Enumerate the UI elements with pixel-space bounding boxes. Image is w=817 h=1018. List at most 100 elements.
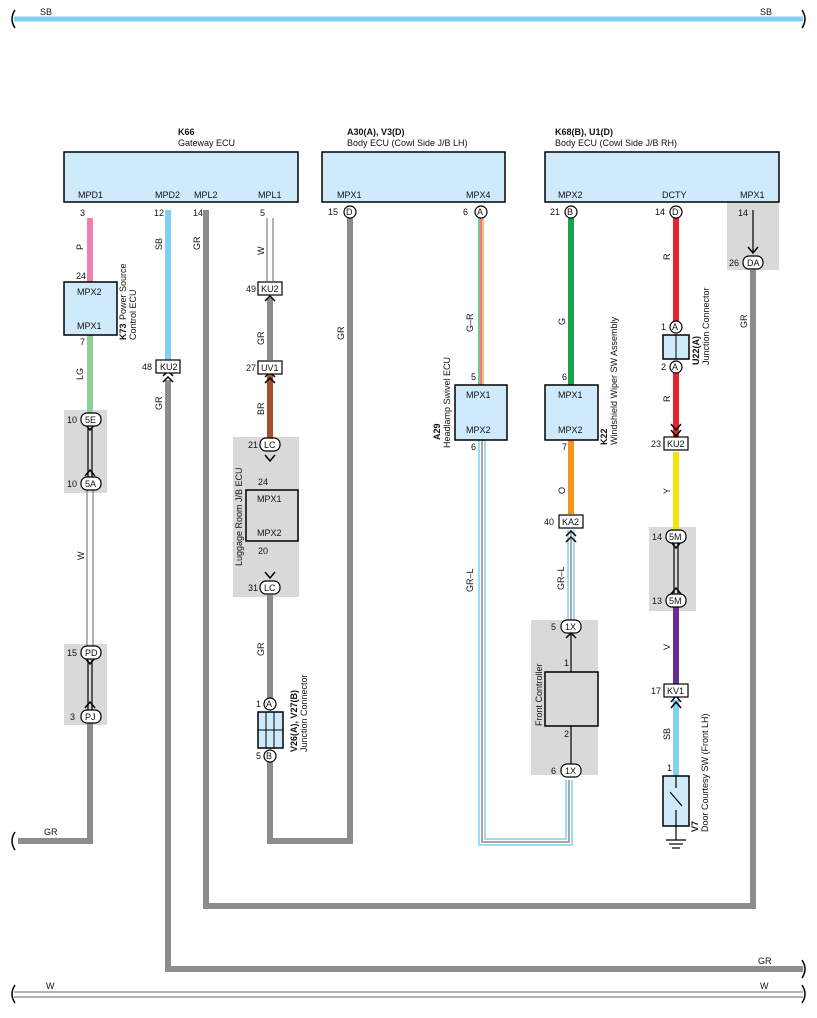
conn-ku2-49-pin: 49	[246, 284, 256, 294]
wire-label-lg: LG	[75, 368, 85, 380]
wire-label-gr-l2: GR–L	[556, 566, 566, 590]
wire-label-gr3: GR	[256, 642, 266, 656]
wire-label-w-mpl1: W	[256, 246, 266, 255]
a29-name: Headlamp Swivel ECU	[442, 357, 452, 448]
top-bus-label-right: SB	[760, 7, 772, 17]
k68-num-14a: 14	[655, 207, 665, 217]
component-front-controller: 1 2 Front Controller	[534, 658, 599, 739]
left-gr-label: GR	[44, 827, 58, 837]
left-gr-end: GR	[11, 827, 58, 851]
wire-label-p: P	[75, 244, 85, 250]
conn-5a-pin: 10	[67, 479, 77, 489]
k22-num-top: 6	[562, 372, 567, 382]
wire-label-gr-mpl2: GR	[192, 236, 202, 250]
conn-lc-21-code: LC	[264, 440, 276, 450]
wire-label-g-r: G–R	[465, 313, 475, 332]
front-ctrl-num-top: 1	[564, 658, 569, 668]
conn-u22-1-pin: 1	[661, 322, 666, 332]
conn-uv1-code: UV1	[261, 363, 279, 373]
k22-name: Windshield Wiper SW Assembly	[609, 316, 619, 445]
a30-pin-mpx1: MPX1	[337, 190, 362, 200]
k66-name: Gateway ECU	[178, 138, 235, 148]
conn-ku2-48-pin: 48	[142, 362, 152, 372]
front-ctrl-name: Front Controller	[534, 663, 544, 726]
conn-1x-6-pin: 6	[551, 766, 556, 776]
component-k22: MPX1 MPX2 6 7 K22 Windshield Wiper SW As…	[544, 316, 619, 452]
bottom-gr-label: GR	[758, 956, 772, 966]
wire-label-o: O	[557, 487, 567, 494]
wire-label-sb2: SB	[662, 728, 672, 740]
k66-num-12: 12	[154, 208, 164, 218]
k66-num-14: 14	[193, 208, 203, 218]
conn-v26-b-pin: 5	[256, 751, 261, 761]
wires	[18, 210, 803, 972]
conn-kv1-pin: 17	[651, 686, 661, 696]
conn-1x-5-pin: 5	[551, 622, 556, 632]
u22-name: Junction Connector	[701, 287, 711, 365]
connectors: KU2 48 KU2 49 UV1 27 LC 21 LC 31 5E 10 5…	[67, 255, 764, 778]
component-v7-door-courtesy-sw: 1 V7 Door Courtesy SW (Front LH)	[662, 713, 710, 849]
conn-1x-5-code: 1X	[565, 622, 576, 632]
k66-num-5: 5	[260, 208, 265, 218]
a30-code: A30(A), V3(D)	[347, 127, 405, 137]
wire-label-gr-a30: GR	[336, 326, 346, 340]
wire-label-v: V	[662, 644, 672, 650]
v26-name: Junction Connector	[299, 674, 309, 752]
luggage-pin-top: MPX1	[257, 494, 282, 504]
wire-label-gr-ku2: GR	[154, 396, 164, 410]
a30-num-6: 6	[463, 207, 468, 217]
bottom-w-label-left: W	[46, 981, 55, 991]
k73-pin-bot: MPX1	[77, 321, 102, 331]
a29-num-top: 5	[471, 372, 476, 382]
k66-code: K66	[178, 127, 195, 137]
conn-ku2-48-code: KU2	[160, 362, 178, 372]
conn-pd-pin: 15	[67, 648, 77, 658]
conn-5m-14-pin: 14	[652, 532, 662, 542]
k68-name: Body ECU (Cowl Side J/B RH)	[555, 138, 677, 148]
k66-pin-mpl1: MPL1	[258, 190, 282, 200]
conn-lc-31-code: LC	[264, 583, 276, 593]
a30-letter-a: A	[477, 207, 483, 217]
k68-code: K68(B), U1(D)	[555, 127, 613, 137]
k73-name2: Control ECU	[128, 289, 138, 340]
k73-name1: Power Source	[118, 263, 128, 320]
wire-label-gr-da: GR	[739, 314, 749, 328]
k73-num-top: 24	[76, 271, 86, 281]
k22-pin-bot: MPX2	[558, 425, 583, 435]
luggage-num-bot: 20	[258, 546, 268, 556]
a29-num-bot: 6	[471, 442, 476, 452]
conn-ku2-23-code: KU2	[667, 439, 685, 449]
ecu-a30: A30(A), V3(D) Body ECU (Cowl Side J/B LH…	[321, 127, 506, 219]
conn-5m-13-code: 5M	[669, 596, 682, 606]
wire-label-gr2: GR	[256, 331, 266, 345]
conn-5e-pin: 10	[67, 415, 77, 425]
v7-num: 1	[667, 763, 672, 773]
conn-uv1-pin: 27	[246, 363, 256, 373]
conn-pj-code: PJ	[85, 712, 96, 722]
conn-da-code: DA	[747, 258, 760, 268]
v7-name: Door Courtesy SW (Front LH)	[700, 713, 710, 832]
conn-ka2-pin: 40	[544, 517, 554, 527]
k66-pin-mpl2: MPL2	[194, 190, 218, 200]
a29-pin-top: MPX1	[466, 390, 491, 400]
conn-5m-13-pin: 13	[652, 596, 662, 606]
v26-code: V26(A), V27(B)	[289, 690, 299, 752]
a29-pin-bot: MPX2	[466, 425, 491, 435]
k68-pin-mpx2: MPX2	[558, 190, 583, 200]
wire-label-sb1: SB	[154, 238, 164, 250]
ecu-k68: K68(B), U1(D) Body ECU (Cowl Side J/B RH…	[544, 127, 780, 219]
component-k73: MPX2 MPX1 24 7 K73 Power Source Control …	[63, 263, 138, 347]
k73-num-bot: 7	[80, 337, 85, 347]
luggage-pin-bot: MPX2	[257, 528, 282, 538]
wire-label-w1: W	[76, 551, 86, 560]
conn-5a-code: 5A	[85, 479, 96, 489]
wire-label-g: G	[557, 318, 567, 325]
conn-kv1-code: KV1	[667, 686, 684, 696]
k66-pin-mpd2: MPD2	[155, 190, 180, 200]
conn-da-pin: 26	[729, 258, 739, 268]
conn-ku2-23-pin: 23	[651, 439, 661, 449]
top-bus-label-left: SB	[40, 7, 52, 17]
luggage-num-top: 24	[258, 477, 268, 487]
wire-label-br: BR	[256, 402, 266, 415]
